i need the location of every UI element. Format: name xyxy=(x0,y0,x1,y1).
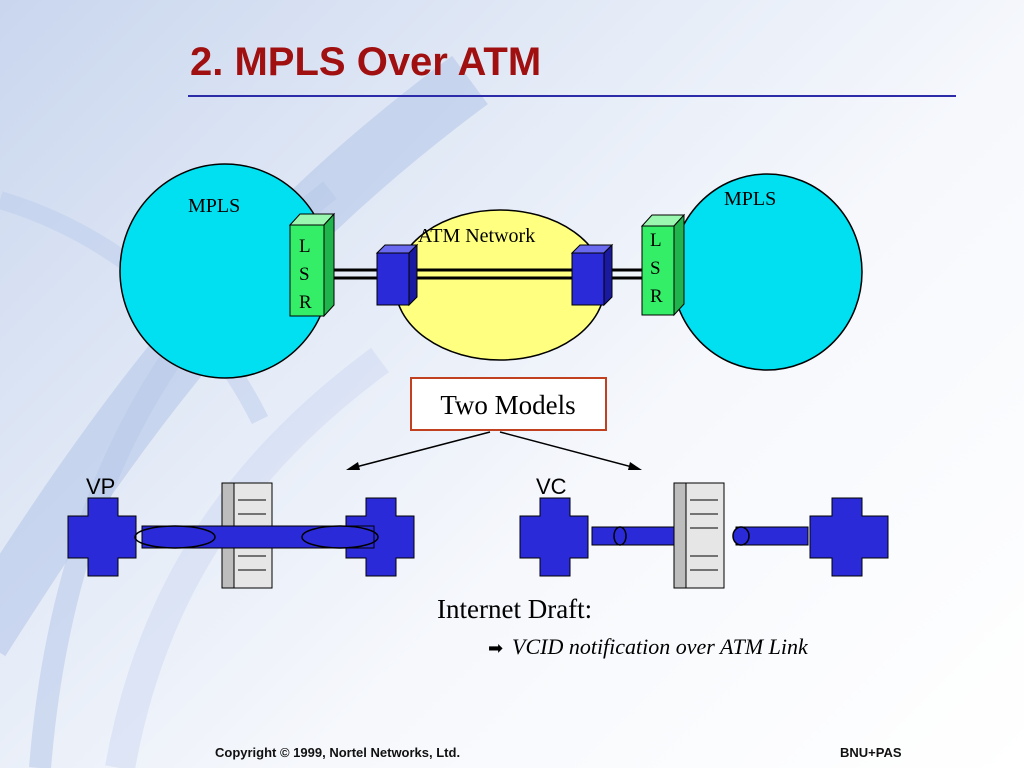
right-lsr-letter-l: L xyxy=(650,230,662,251)
left-lsr-box: L S R xyxy=(288,212,336,318)
arrow-to-vc-head xyxy=(628,462,642,470)
left-lsr-letter-s: S xyxy=(299,264,310,285)
vp-path-pipe xyxy=(141,525,375,549)
right-mpls-label: MPLS xyxy=(724,188,776,210)
vc-left-pipe-end xyxy=(613,526,627,546)
vp-pipe-left-end xyxy=(134,525,216,549)
vp-left-endpoint xyxy=(67,497,137,577)
left-atm-switch-cube xyxy=(375,243,419,307)
right-lsr-letter-r: R xyxy=(650,286,663,307)
arrow-to-vp-head xyxy=(346,462,360,470)
title-divider xyxy=(188,95,956,97)
left-mpls-label: MPLS xyxy=(188,195,240,217)
copyright-footer: Copyright © 1999, Nortel Networks, Ltd. xyxy=(215,745,461,760)
vc-label: VC xyxy=(536,474,567,499)
two-models-box xyxy=(410,377,607,431)
vc-right-endpoint xyxy=(809,497,889,577)
right-lsr-letter-s: S xyxy=(650,258,661,279)
vc-right-pipe-end xyxy=(732,526,750,546)
vc-left-pipe xyxy=(591,526,675,546)
arrow-to-vc xyxy=(499,431,637,469)
vc-switch-server xyxy=(673,482,725,589)
vp-label: VP xyxy=(86,474,115,499)
arrow-to-vp xyxy=(351,431,491,469)
vp-right-endpoint xyxy=(345,497,415,577)
two-models-label: Two Models xyxy=(440,390,575,420)
left-lsr-letter-r: R xyxy=(299,292,312,313)
draft-arrow-icon: ➡ xyxy=(488,638,503,659)
left-lsr-letter-l: L xyxy=(299,236,311,257)
author-footer: BNU+PAS xyxy=(840,745,902,760)
draft-item-text: VCID notification over ATM Link xyxy=(512,634,809,659)
internet-draft-heading: Internet Draft: xyxy=(437,594,592,624)
vp-pipe-right-end xyxy=(301,525,379,549)
right-atm-switch-cube xyxy=(570,243,614,307)
right-lsr-box: L S R xyxy=(640,213,686,317)
vc-left-endpoint xyxy=(519,497,589,577)
atm-network-label: ATM Network xyxy=(418,225,535,247)
slide-title: 2. MPLS Over ATM xyxy=(190,40,542,84)
